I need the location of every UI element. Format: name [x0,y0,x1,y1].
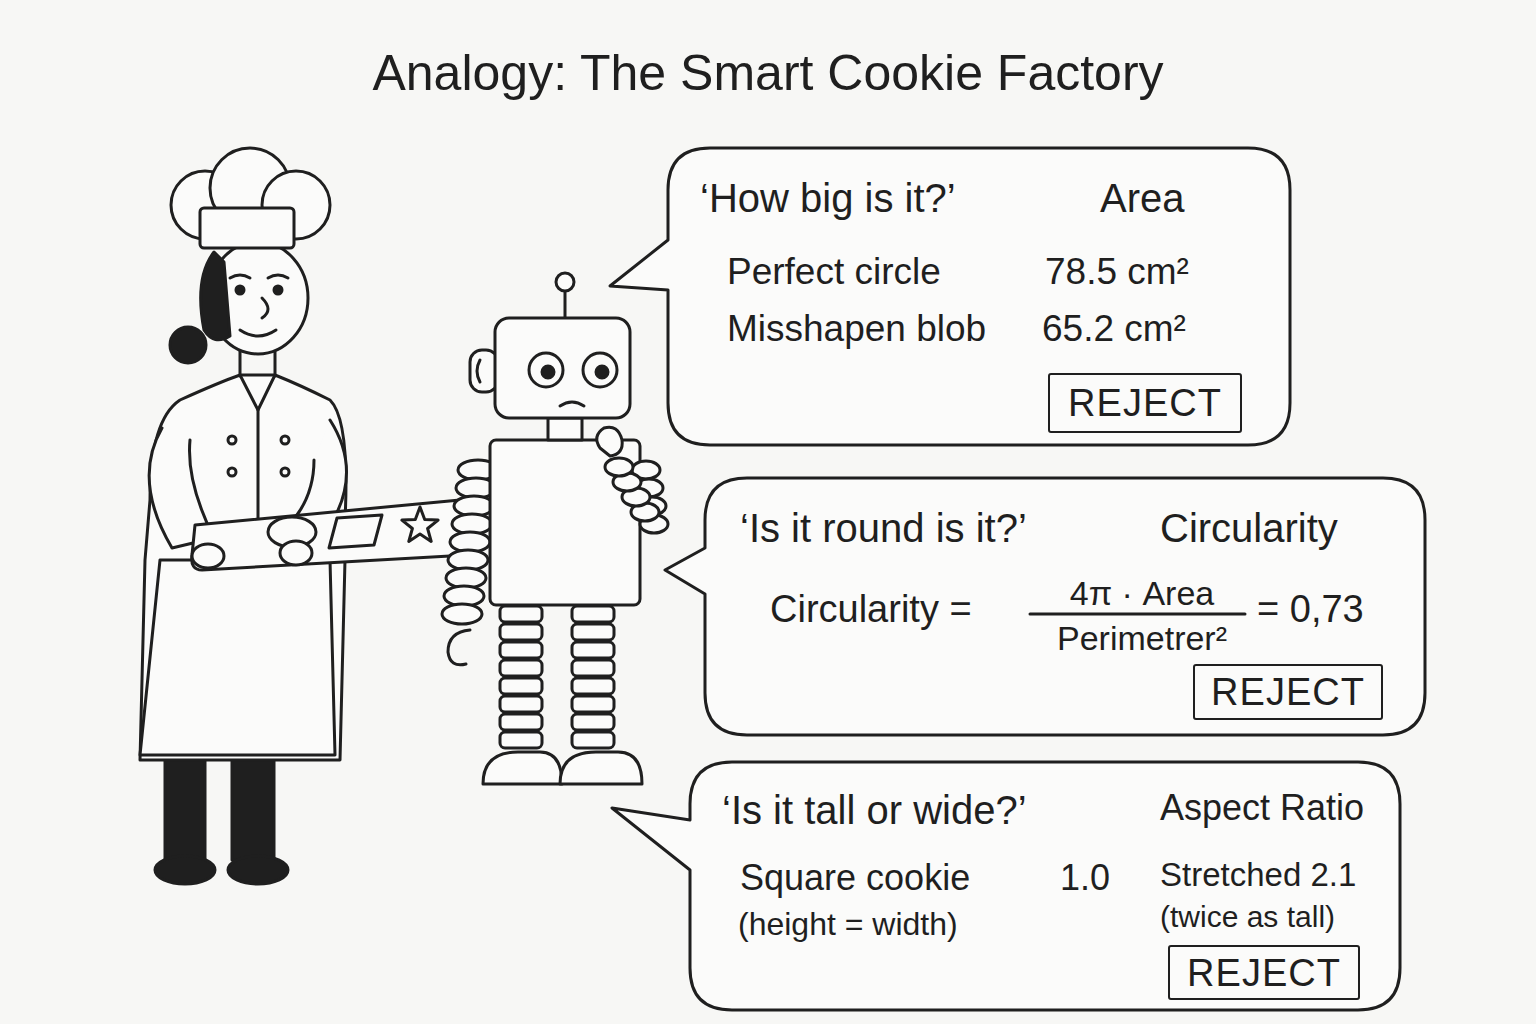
bubble-shape [610,148,1290,445]
bubble-text: 1.0 [1060,860,1110,896]
bubble-heading: ‘How big is it?’ [700,178,956,218]
bubble-heading: ‘Is it tall or wide?’ [722,790,1027,830]
bubble-text: (height = width) [738,908,958,940]
reject-stamp: REJECT [1048,373,1242,433]
stamp-label: REJECT [1211,673,1365,711]
stamp-label: REJECT [1187,954,1341,992]
reject-stamp: REJECT [1168,945,1360,1000]
bubble-text: Square cookie [740,860,970,896]
speech-bubble: ‘Is it round is it?’ CircularityCirculari… [705,478,1425,735]
fraction-bar [1030,613,1245,616]
stamp-label: REJECT [1068,384,1222,422]
bubble-text: 65.2 cm² [1042,310,1186,347]
bubble-text: Perimetrer² [1057,621,1227,655]
bubble-heading: Circularity [1160,508,1338,548]
speech-bubble: ‘Is it tall or wide?’ Aspect RatioSquare … [690,762,1400,1010]
bubble-heading: ‘Is it round is it?’ [740,508,1027,548]
bubble-shape [665,478,1425,735]
bubble-text: = 0,73 [1257,590,1364,628]
diagram-title: Analogy: The Smart Cookie Factory [0,48,1536,98]
bubble-text: Circularity = [770,590,972,628]
bubble-heading: Aspect Ratio [1160,790,1364,826]
bubble-text: 4π · Area [1070,576,1214,610]
bubble-shape [612,762,1400,1010]
bubble-text: Perfect circle [727,253,941,290]
bubble-text: Misshapen blob [727,310,986,347]
bubble-text: Stretched 2.1 [1160,858,1356,891]
reject-stamp: REJECT [1193,664,1383,720]
bubble-text: (twice as tall) [1160,902,1335,932]
speech-bubble: ‘How big is it?’ AreaPerfect circle 78.5 c… [668,148,1290,445]
bubble-text: 78.5 cm² [1045,253,1189,290]
bubble-heading: Area [1100,178,1185,218]
